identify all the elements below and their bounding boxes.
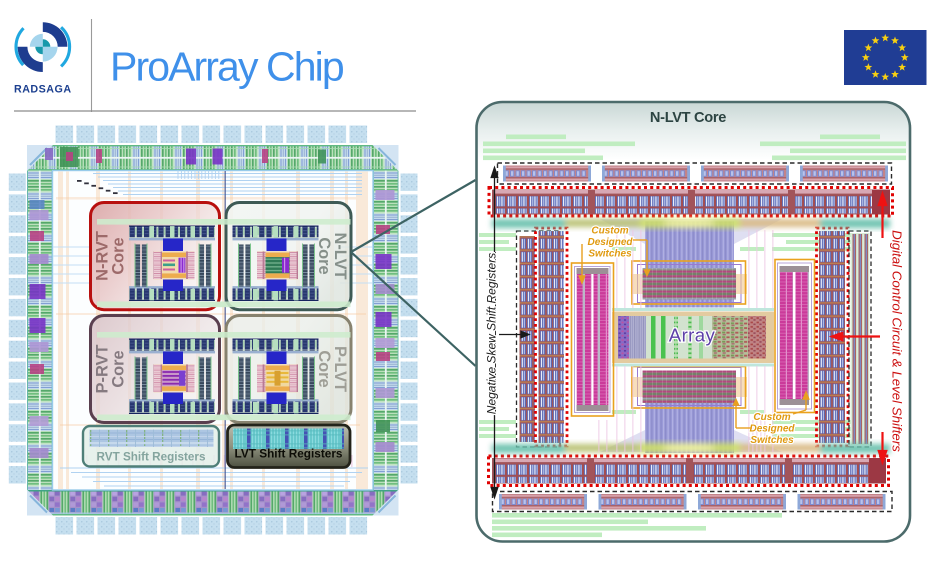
svg-text:RVT Shift Registers: RVT Shift Registers — [97, 451, 206, 464]
svg-text:Negative Skew Shift Registers: Negative Skew Shift Registers — [485, 253, 499, 414]
svg-text:RADSAGA: RADSAGA — [14, 84, 72, 96]
svg-text:Array: Array — [669, 325, 716, 346]
svg-text:Digital Control Circuit & Leve: Digital Control Circuit & Level Shifters — [890, 230, 905, 452]
svg-text:ProArray Chip: ProArray Chip — [110, 44, 344, 90]
svg-text:P-RVTCore: P-RVTCore — [93, 345, 127, 394]
svg-text:N-LVT Core: N-LVT Core — [650, 110, 726, 126]
svg-text:N-RVTCore: N-RVTCore — [93, 231, 127, 281]
svg-text:P-LVTCore: P-LVTCore — [315, 346, 349, 392]
svg-text:LVT Shift Registers: LVT Shift Registers — [235, 447, 343, 461]
svg-text:N-LVTCore: N-LVTCore — [315, 232, 349, 279]
